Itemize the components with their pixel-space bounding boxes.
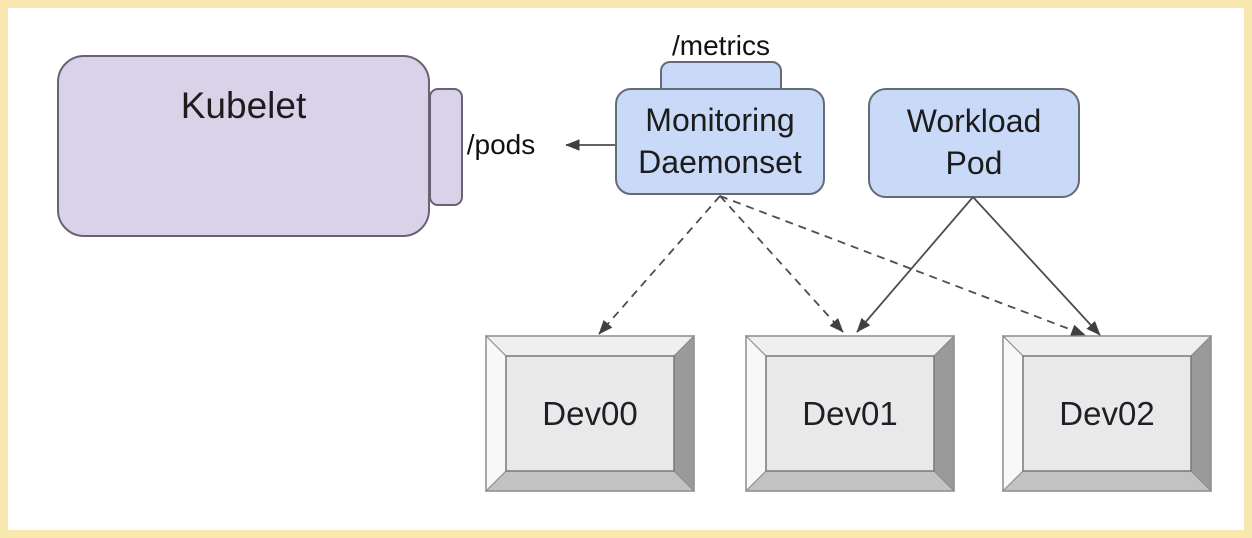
- device-dev02: Dev02: [1002, 335, 1212, 492]
- device-key-shape: [485, 335, 695, 492]
- device-dev02-label: Dev02: [1059, 394, 1155, 432]
- device-dev00: Dev00: [485, 335, 695, 492]
- monitoring-daemonset-label: Monitoring Daemonset: [638, 101, 802, 180]
- monitoring-daemonset-node: Monitoring Daemonset: [615, 88, 825, 195]
- metrics-endpoint-label: /metrics: [672, 30, 770, 61]
- workload-pod-node: Workload Pod: [868, 88, 1080, 198]
- workload-pod-label: Workload Pod: [906, 103, 1042, 181]
- edge-monitoring-to-dev01: [719, 195, 844, 333]
- edge-monitoring-to-dev02: [719, 195, 1086, 336]
- edge-workload-to-dev01: [856, 196, 974, 333]
- device-dev01-label: Dev01: [802, 394, 898, 432]
- kubelet-label: Kubelet: [180, 85, 307, 126]
- device-key-shape: [1002, 335, 1212, 492]
- device-key-shape: [745, 335, 955, 492]
- device-dev00-label: Dev00: [542, 394, 638, 432]
- diagram-canvas: Kubelet /pods /metrics Monitoring Daemon…: [8, 8, 1244, 530]
- device-dev01: Dev01: [745, 335, 955, 492]
- kubelet-side-tab: [429, 88, 463, 206]
- edge-monitoring-to-dev00: [598, 195, 721, 335]
- pods-endpoint-label: /pods: [466, 129, 536, 160]
- kubelet-node: Kubelet: [57, 55, 430, 237]
- edge-workload-to-dev02: [972, 196, 1101, 336]
